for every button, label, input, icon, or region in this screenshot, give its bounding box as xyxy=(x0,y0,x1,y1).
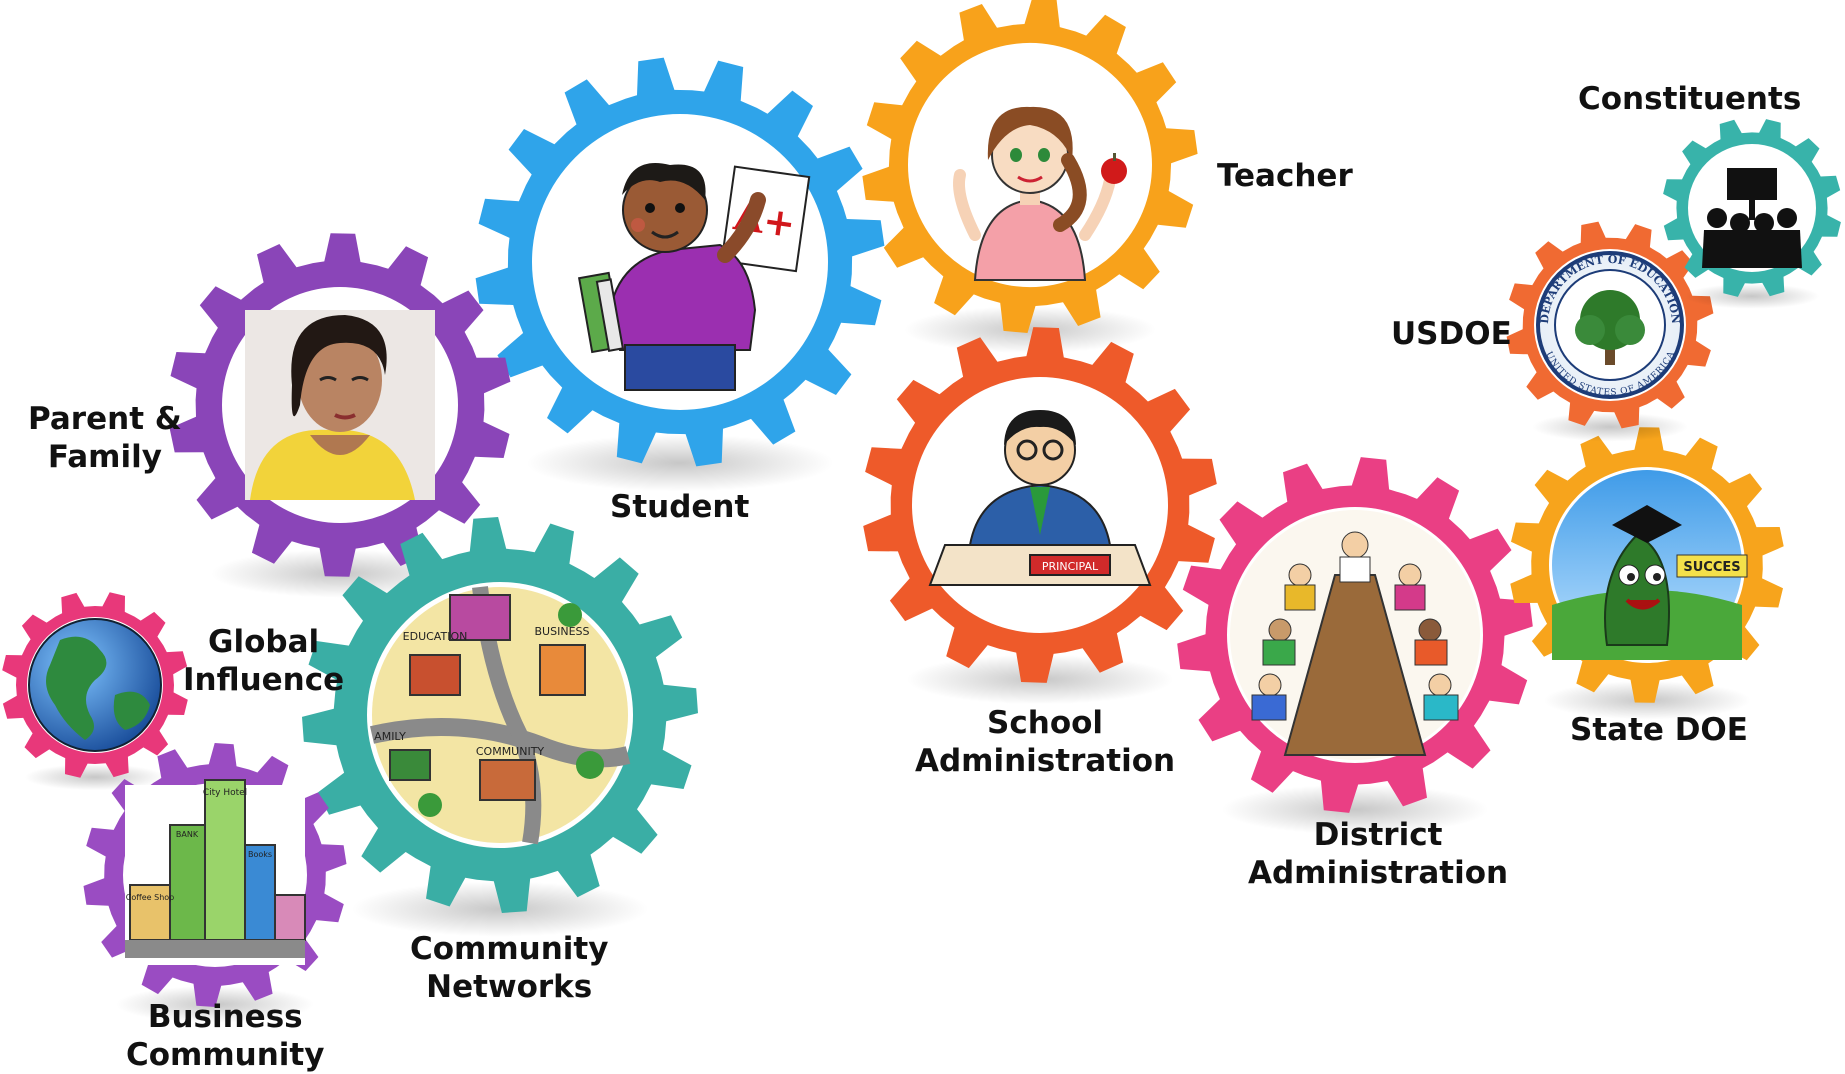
community-map-illustration: EDUCATION BUSINESS COMMUNITY AMILY xyxy=(370,586,631,845)
building-label-bank: BANK xyxy=(176,830,199,839)
map-label-education: EDUCATION xyxy=(403,630,468,643)
label-state-doe: State DOE xyxy=(1570,712,1748,748)
banner-text: SUCCES xyxy=(1683,560,1740,575)
principal-illustration: PRINCIPAL xyxy=(928,410,1152,586)
usdoe-seal: DEPARTMENT OF EDUCATION UNITED STATES OF… xyxy=(1536,251,1684,399)
building-label-hotel: City Hotel xyxy=(203,788,247,798)
building-label-books: Books xyxy=(248,850,272,859)
label-business-community: Business Community xyxy=(126,999,325,1073)
gear-shadow xyxy=(1532,412,1688,442)
business-illustration: City Hotel Coffee Shop BANK Books xyxy=(125,779,306,965)
map-label-community: COMMUNITY xyxy=(476,745,545,758)
map-label-family: AMILY xyxy=(374,730,406,743)
label-teacher: Teacher xyxy=(1217,158,1353,194)
globe-illustration xyxy=(28,618,162,752)
nameplate-text: PRINCIPAL xyxy=(1042,560,1099,573)
label-district-administration: District Administration xyxy=(1248,817,1509,891)
constituents-illustration xyxy=(1692,148,1812,268)
label-community-networks: Community Networks xyxy=(410,931,609,1005)
gear-ring xyxy=(302,517,698,913)
parent-illustration xyxy=(245,310,435,500)
gear-shadow xyxy=(1684,283,1820,309)
label-usdoe: USDOE xyxy=(1391,316,1512,352)
building-label-coffee: Coffee Shop xyxy=(126,893,175,902)
label-parent-family: Parent & Family xyxy=(28,401,182,475)
meeting-illustration xyxy=(1230,510,1480,760)
label-school-administration: School Administration xyxy=(915,705,1176,779)
map-label-business: BUSINESS xyxy=(535,625,590,638)
label-constituents: Constituents xyxy=(1578,81,1802,117)
student-illustration: A+ xyxy=(577,163,811,391)
label-global-influence: Global Influence xyxy=(183,624,345,698)
state-doe-illustration: SUCCES xyxy=(1552,470,1748,660)
teacher-illustration xyxy=(953,106,1127,281)
gear-shadow xyxy=(526,434,834,492)
gear-shadow xyxy=(351,881,649,937)
label-student: Student xyxy=(610,489,750,525)
